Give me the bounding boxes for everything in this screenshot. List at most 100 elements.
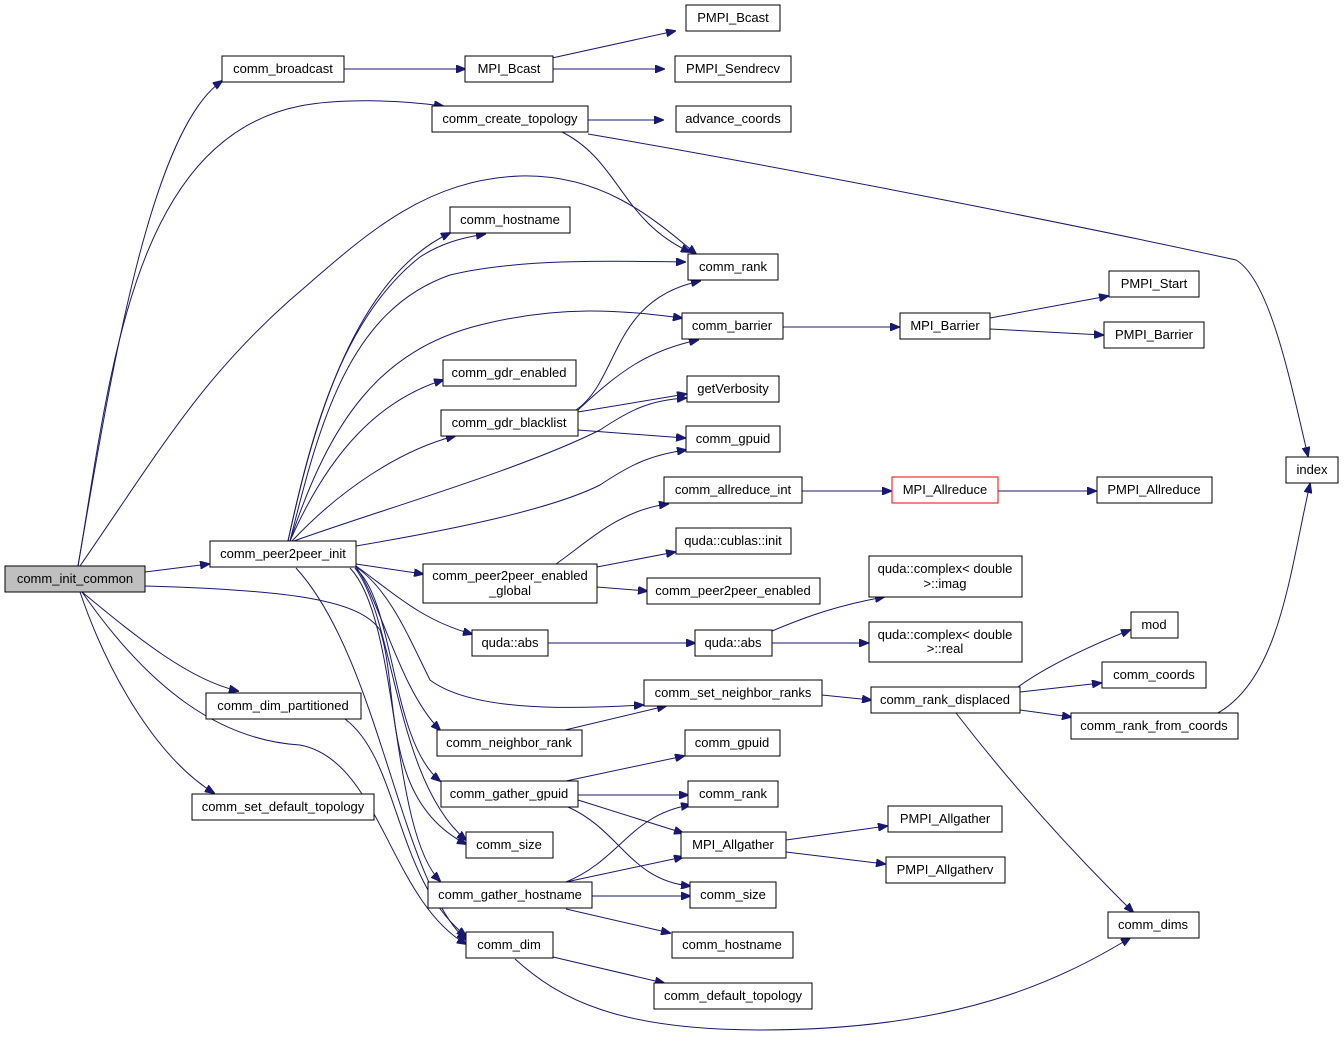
edge-p2p-to-gdr-enabled [289,380,443,542]
node-comm-gdr-enabled[interactable]: comm_gdr_enabled [442,359,577,387]
edge-p2p-to-gather-gpuid [354,567,440,781]
node-comm-dim-partitioned[interactable]: comm_dim_partitioned [205,692,362,720]
node-label: quda::cublas::init [684,533,782,548]
edge-p2p-to-hostname [287,233,450,542]
edge-init-to-comm-size [144,585,466,844]
node-comm-default-topology[interactable]: comm_default_topology [653,982,813,1010]
node-comm-size-bottom[interactable]: comm_size [689,881,777,909]
node-label: advance_coords [685,111,781,126]
node-comm-peer2peer-init[interactable]: comm_peer2peer_init [209,540,357,568]
node-mpi-allgather[interactable]: MPI_Allgather [680,831,787,859]
node-comm-peer2peer-enabled-global[interactable]: comm_peer2peer_enabled _global [422,563,598,604]
node-label: comm_hostname [460,212,560,227]
node-comm-rank-displaced[interactable]: comm_rank_displaced [870,686,1021,714]
node-label: comm_gather_gpuid [450,786,569,801]
node-label: comm_neighbor_rank [446,735,572,750]
edge-allgather-to-pmpi-allgather [785,826,887,841]
edge-blacklist-to-comm-rank [575,281,700,411]
node-label: PMPI_Barrier [1115,327,1194,342]
node-label: comm_create_topology [442,111,578,126]
edge-p2p-to-comm-barrier [289,310,682,542]
node-complex-real[interactable]: quda::complex< double >::real [868,621,1023,663]
node-pmpi-barrier[interactable]: PMPI_Barrier [1103,321,1205,349]
node-comm-gather-hostname[interactable]: comm_gather_hostname [427,881,593,909]
edge-topology-to-index [587,133,1308,456]
edge-p2p-to-getverbosity [293,398,686,542]
edge-mpi-barrier-to-pmpi-start [989,296,1108,319]
edge-gather-gpuid-to-size [567,806,690,886]
node-comm-create-topology[interactable]: comm_create_topology [431,105,589,133]
node-comm-init-common[interactable]: comm_init_common [4,565,146,593]
node-label: PMPI_Bcast [697,10,769,25]
node-comm-rank-bottom[interactable]: comm_rank [687,780,779,808]
node-comm-hostname-bottom[interactable]: comm_hostname [671,931,794,959]
node-comm-set-neighbor-ranks[interactable]: comm_set_neighbor_ranks [643,679,823,707]
node-pmpi-allgather[interactable]: PMPI_Allgather [887,805,1003,833]
node-comm-gdr-blacklist[interactable]: comm_gdr_blacklist [440,409,579,437]
node-label: comm_rank [699,786,767,801]
edge-global-to-allreduce-int [555,504,668,565]
node-comm-rank-from-coords[interactable]: comm_rank_from_coords [1070,712,1239,740]
node-label-line1: quda::complex< double [878,561,1013,576]
node-label: MPI_Barrier [910,318,980,333]
node-label: comm_gdr_enabled [452,365,567,380]
edge-rank-displaced-to-comm-dims [955,712,1133,912]
edge-p2p-to-neighbor-rank [355,566,440,730]
node-label-line2: >::imag [924,576,967,591]
node-label: comm_peer2peer_enabled [655,583,810,598]
edge-blacklist-to-comm-barrier [577,340,698,411]
node-comm-peer2peer-enabled[interactable]: comm_peer2peer_enabled [646,577,821,605]
edge-p2p-to-comm-size [354,567,466,840]
edge-allgather-to-pmpi-allgatherv [785,851,885,864]
node-advance-coords[interactable]: advance_coords [675,105,792,133]
node-comm-size-top[interactable]: comm_size [465,831,554,859]
node-comm-barrier[interactable]: comm_barrier [681,312,784,340]
node-comm-rank-top[interactable]: comm_rank [687,253,779,281]
node-comm-coords[interactable]: comm_coords [1101,661,1207,689]
node-label: quda::abs [481,635,539,650]
node-getverbosity[interactable]: getVerbosity [686,375,780,403]
node-comm-hostname-top[interactable]: comm_hostname [449,206,571,234]
node-comm-gpuid-top[interactable]: comm_gpuid [685,425,781,453]
node-comm-set-default-topology[interactable]: comm_set_default_topology [191,793,375,821]
node-mpi-allreduce[interactable]: MPI_Allreduce [891,476,999,504]
edge-init-to-set-default-topology [79,591,214,793]
node-pmpi-start[interactable]: PMPI_Start [1108,270,1200,298]
node-comm-allreduce-int[interactable]: comm_allreduce_int [663,476,803,504]
node-complex-imag[interactable]: quda::complex< double >::imag [868,555,1023,598]
node-comm-broadcast[interactable]: comm_broadcast [221,55,345,83]
node-label-line2: _global [488,583,531,598]
edge-p2p-to-comm-rank [289,261,685,542]
node-label-line1: comm_peer2peer_enabled [432,568,587,583]
node-index[interactable]: index [1285,456,1339,484]
edge-p2p-to-set-neighbor-ranks [355,566,643,707]
node-label: comm_default_topology [664,988,803,1003]
node-quda-cublas-init[interactable]: quda::cublas::init [675,527,792,555]
node-comm-gpuid-bottom[interactable]: comm_gpuid [684,729,781,757]
edge-topology-to-comm-rank [559,130,690,252]
edge-gather-hostname-to-hostname [565,908,670,933]
node-pmpi-allreduce[interactable]: PMPI_Allreduce [1096,476,1213,504]
node-quda-abs-right[interactable]: quda::abs [694,629,773,657]
edge-blacklist-to-comm-gpuid [577,429,685,438]
node-mpi-barrier[interactable]: MPI_Barrier [899,312,991,340]
node-label: MPI_Allreduce [903,482,988,497]
node-label: comm_gather_hostname [438,887,582,902]
node-comm-dims[interactable]: comm_dims [1107,911,1200,939]
edge-abs-to-imag [771,597,884,632]
node-label: comm_rank [699,259,767,274]
node-mpi-bcast[interactable]: MPI_Bcast [464,55,554,83]
edge-p2p-to-gdr-blacklist [291,436,455,542]
node-pmpi-sendrecv[interactable]: PMPI_Sendrecv [674,55,792,83]
node-label-line2: >::real [927,641,964,656]
node-pmpi-bcast[interactable]: PMPI_Bcast [685,4,781,32]
node-pmpi-allgatherv[interactable]: PMPI_Allgatherv [885,856,1006,884]
node-quda-abs-left[interactable]: quda::abs [471,629,549,657]
node-comm-neighbor-rank[interactable]: comm_neighbor_rank [436,729,583,757]
node-comm-gather-gpuid[interactable]: comm_gather_gpuid [440,780,579,808]
edge-blacklist-to-getverbosity [577,394,686,413]
node-comm-dim[interactable]: comm_dim [465,931,554,959]
node-mod[interactable]: mod [1130,611,1179,639]
node-label: comm_init_common [17,571,133,586]
